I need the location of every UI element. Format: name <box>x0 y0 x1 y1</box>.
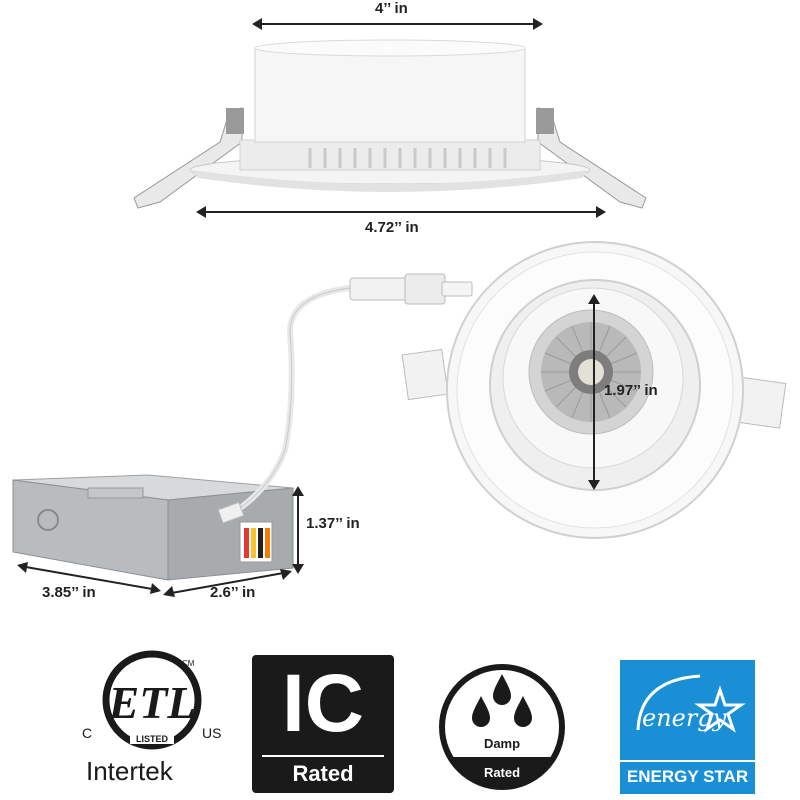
fixture-side-view <box>130 30 650 220</box>
water-drops-icon <box>472 674 532 727</box>
etl-us-text: US <box>202 725 221 741</box>
aperture-arrow <box>584 292 604 492</box>
box-depth-label: 2.6’’ in <box>210 584 256 601</box>
etl-cm-text: CM <box>182 659 195 668</box>
box-depth-arrow <box>160 566 295 600</box>
ic-rated-caption: Rated <box>292 761 354 786</box>
energy-star-badge: energy ENERGY STAR <box>620 660 755 794</box>
top-width-arrow <box>250 14 545 34</box>
etl-c-text: C <box>82 725 92 741</box>
power-cable <box>210 270 480 530</box>
etl-listed-text: LISTED <box>136 734 169 744</box>
box-height-label: 1.37’’ in <box>306 515 360 532</box>
energy-star-caption: ENERGY STAR <box>626 767 749 786</box>
top-width-label: 4’’ in <box>375 0 408 17</box>
damp-rated-caption: Rated <box>484 765 520 780</box>
aperture-label: 1.97’’ in <box>604 382 658 399</box>
damp-rated-badge: Damp Rated <box>437 662 567 792</box>
junction-box <box>8 470 298 590</box>
energy-star-logo-icon: energy <box>636 674 746 733</box>
energy-script-text: energy <box>642 704 727 732</box>
box-length-label: 3.85’’ in <box>42 584 96 601</box>
flange-width-label: 4.72’’ in <box>365 219 419 236</box>
damp-label-text: Damp <box>484 736 520 751</box>
etl-mark-text: ETL <box>108 677 196 728</box>
flange-width-arrow <box>194 202 608 222</box>
intertek-label: Intertek <box>86 756 173 786</box>
ic-mark-text: IC <box>282 658 364 749</box>
ic-rated-badge: IC Rated <box>252 655 394 793</box>
etl-listed-badge: ETL CM LISTED C US Intertek <box>78 648 228 788</box>
box-length-arrow <box>14 558 164 598</box>
box-height-arrow <box>288 484 308 576</box>
